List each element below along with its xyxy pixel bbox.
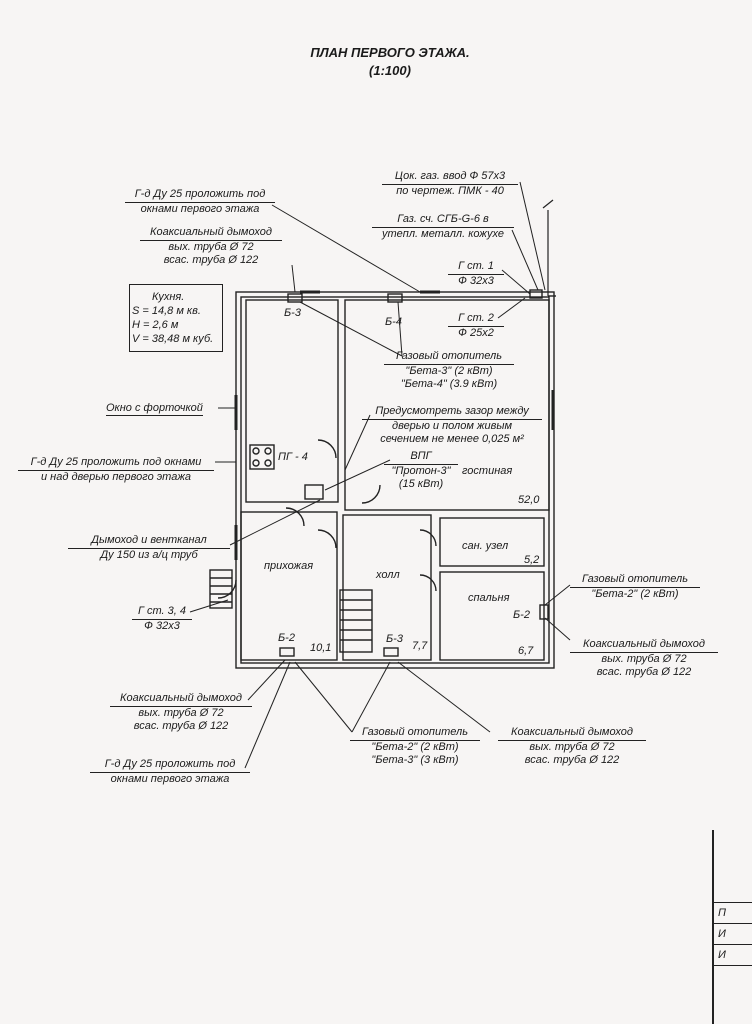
equip-b3-top: Б-3 — [284, 307, 301, 319]
title-block-cell-1: П — [714, 903, 752, 924]
title-block-cell-2: И — [714, 924, 752, 945]
room-entry: прихожая — [264, 560, 314, 572]
label-vpg: ВПГ"Протон-3"(15 кВт) — [384, 450, 458, 491]
label-heater-bottom: Газовый отопитель"Бета-2" (2 кВт)"Бета-3… — [350, 726, 480, 767]
equip-b3-bottom: Б-3 — [386, 633, 403, 645]
kitchen-area: S = 14,8 м кв. — [132, 305, 201, 317]
title-line-1: ПЛАН ПЕРВОГО ЭТАЖА. — [310, 45, 470, 60]
room-living-area: 52,0 — [518, 494, 540, 506]
label-window: Окно с форточкой — [106, 402, 203, 416]
room-holl-area: 7,7 — [412, 640, 428, 652]
room-entry-area: 10,1 — [310, 642, 332, 654]
title-block: П И И — [712, 830, 752, 1024]
room-bath: сан. узел — [462, 540, 509, 552]
room-bath-area: 5,2 — [524, 554, 540, 566]
room-bedroom-area: 6,7 — [518, 645, 534, 657]
equip-b2-bottom: Б-2 — [278, 632, 295, 644]
kitchen-info-box — [129, 284, 223, 352]
label-heater-right: Газовый отопитель"Бета-2" (2 кВт) — [570, 573, 700, 601]
kitchen-volume: V = 38,48 м куб. — [132, 333, 214, 345]
kitchen-name: Кухня. — [152, 291, 185, 303]
drawing-title: ПЛАН ПЕРВОГО ЭТАЖА. (1:100) — [250, 44, 530, 80]
title-line-2: (1:100) — [369, 63, 411, 78]
room-pg4: ПГ - 4 — [278, 451, 308, 463]
label-heater-top: Газовый отопитель"Бета-3" (2 кВт)"Бета-4… — [384, 350, 514, 391]
title-block-cell-3: И — [714, 945, 752, 966]
equip-b2-right: Б-2 — [513, 609, 530, 621]
room-living: гостиная — [462, 465, 513, 477]
equip-b4: Б-4 — [385, 316, 402, 328]
kitchen-height: H = 2,6 м — [132, 319, 179, 331]
room-bedroom: спальня — [468, 592, 510, 604]
room-holl: холл — [376, 569, 400, 581]
